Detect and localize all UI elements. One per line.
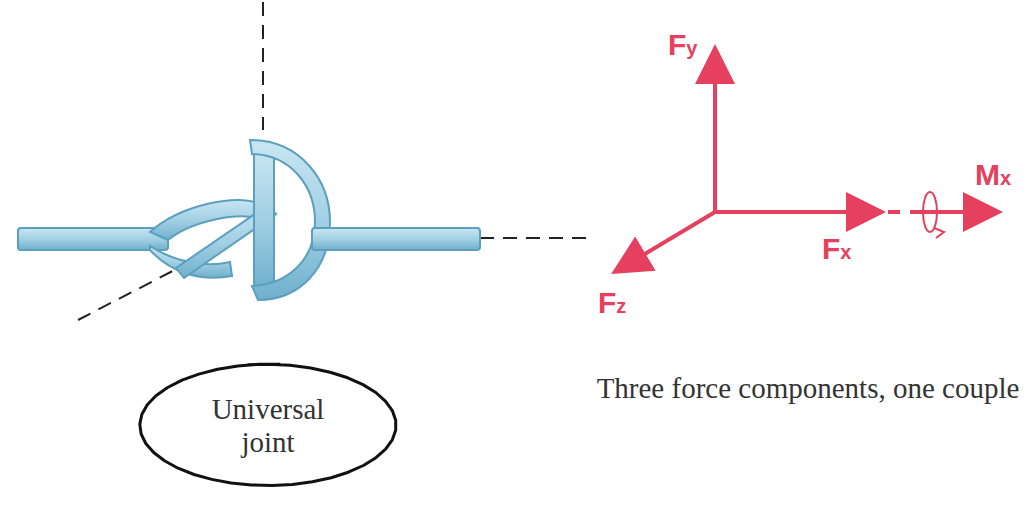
moment-label: Mx bbox=[975, 158, 1011, 192]
universal-joint-drawing bbox=[18, 140, 480, 300]
circled-label: Universal joint bbox=[133, 361, 403, 491]
force-label: Fy bbox=[668, 28, 697, 62]
force-label: Fx bbox=[822, 232, 851, 266]
caption-text: Three force components, one couple bbox=[588, 372, 1028, 405]
label-text: Universal joint bbox=[203, 393, 333, 460]
axis-lines bbox=[78, 2, 592, 320]
force-label: Fz bbox=[598, 286, 626, 320]
force-arrows bbox=[618, 52, 995, 270]
